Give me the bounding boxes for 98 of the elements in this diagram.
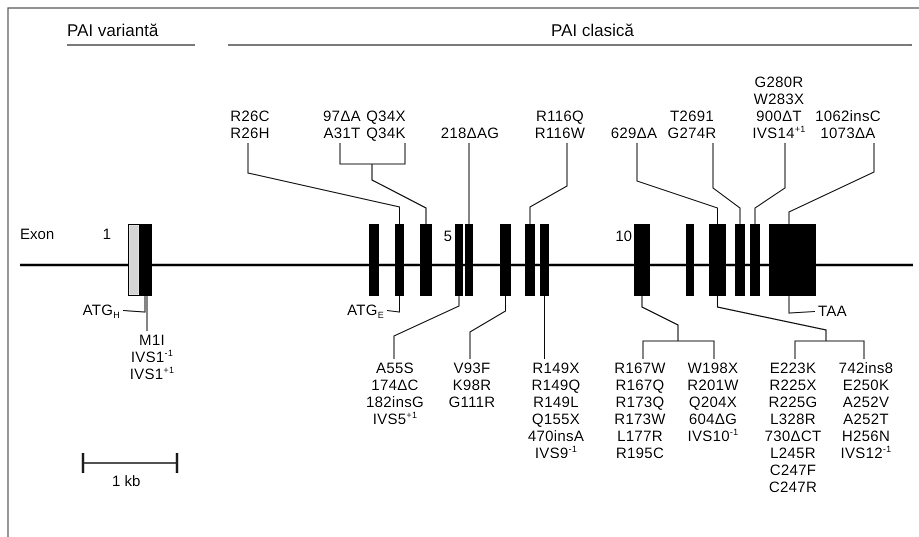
mutation-label: R173W bbox=[614, 411, 666, 428]
exon-bar bbox=[769, 224, 816, 296]
leader-line bbox=[544, 296, 546, 359]
leader-line bbox=[393, 296, 460, 359]
scale-label: 1 kb bbox=[112, 473, 140, 490]
leader-line bbox=[716, 296, 865, 359]
exon-number: 1 bbox=[102, 226, 111, 244]
mutation-label: IVS10$^{-1}$ bbox=[688, 428, 738, 445]
mutation-label: R225X bbox=[769, 377, 817, 394]
mutation-label: R116W bbox=[534, 125, 586, 142]
mutation-label: G111R bbox=[448, 394, 496, 411]
leader-line bbox=[641, 296, 715, 359]
mutation-label: V93F bbox=[453, 360, 491, 377]
mutation-label: L328R bbox=[770, 411, 816, 428]
mutation-label: M1I bbox=[139, 332, 165, 349]
mutation-label: IVS9$^{-1}$ bbox=[534, 445, 578, 462]
mutation-label: 97ΔA bbox=[323, 108, 361, 125]
mutation-label: 730ΔCT bbox=[764, 428, 822, 445]
exon-bar bbox=[395, 224, 404, 296]
mutation-label: Q155X bbox=[532, 411, 580, 428]
mutation-label: IVS12$^{-1}$ bbox=[840, 445, 892, 462]
exon-bar bbox=[709, 224, 726, 296]
mutation-label: R116Q bbox=[536, 108, 584, 125]
mutation-label: H256N bbox=[842, 428, 890, 445]
mutation-label: K98R bbox=[452, 377, 492, 394]
exon-number: 5 bbox=[444, 228, 452, 246]
leader-line bbox=[754, 143, 786, 224]
leader-line bbox=[469, 296, 506, 359]
mutation-label: Q34X bbox=[366, 108, 406, 125]
mutation-label: W283X bbox=[754, 91, 804, 108]
exon-bar bbox=[500, 224, 511, 296]
leader-line bbox=[788, 143, 875, 224]
mutation-label: R167W bbox=[614, 360, 666, 377]
mutation-label: T2691 bbox=[670, 108, 714, 125]
mutation-label: 604ΔG bbox=[688, 411, 738, 428]
mutation-label: R26H bbox=[230, 125, 270, 142]
mutation-label: G280R bbox=[754, 74, 804, 91]
mutation-label: L245R bbox=[770, 445, 816, 462]
mutation-label: R173Q bbox=[615, 394, 665, 411]
mutation-label: IVS1$^{+1}$ bbox=[130, 366, 174, 383]
mutation-label: 174ΔC bbox=[371, 377, 419, 394]
mutation-label: IVS5$^{+1}$ bbox=[372, 411, 418, 428]
leader-line bbox=[122, 296, 146, 313]
leader-line bbox=[712, 143, 741, 224]
exon-bar bbox=[686, 224, 694, 296]
mutation-label: R149X bbox=[532, 360, 580, 377]
mutation-label: 742ins8 bbox=[838, 360, 894, 377]
section-heading: PAI clasică bbox=[551, 21, 634, 41]
mutation-label: 182insG bbox=[366, 394, 424, 411]
axis-label: Exon bbox=[20, 226, 54, 244]
leader-line bbox=[371, 143, 427, 224]
mutation-label: C247F bbox=[770, 462, 816, 479]
exon-bar bbox=[369, 224, 379, 296]
exon-bar bbox=[525, 224, 535, 296]
exon-bar bbox=[735, 224, 745, 296]
mutation-label: ATG$_{H}$ bbox=[82, 302, 120, 319]
mutation-label: R195C bbox=[616, 445, 664, 462]
mutation-label: A55S bbox=[376, 360, 414, 377]
mutation-label: IVS1$^{-1}$ bbox=[130, 349, 174, 366]
leader-line bbox=[146, 296, 148, 331]
leader-line bbox=[529, 143, 568, 224]
mutation-label: R26C bbox=[230, 108, 270, 125]
section-heading: PAI variantă bbox=[67, 21, 158, 41]
mutation-label: 218ΔAG bbox=[440, 125, 500, 142]
mutation-label: IVS14$^{+1}$ bbox=[752, 125, 806, 142]
leader-line bbox=[386, 296, 400, 313]
mutation-label: R149L bbox=[533, 394, 579, 411]
mutation-label: Q34K bbox=[366, 125, 406, 142]
mutation-label: E250K bbox=[842, 377, 890, 394]
leader-line bbox=[468, 143, 470, 224]
mutation-label: R225G bbox=[768, 394, 818, 411]
leader-line bbox=[636, 143, 718, 224]
exon-bar bbox=[465, 224, 473, 296]
mutation-label: E223K bbox=[770, 360, 816, 377]
mutation-label: R167Q bbox=[615, 377, 665, 394]
mutation-label: G274R bbox=[667, 125, 717, 142]
mutation-label: ATG$_{E}$ bbox=[347, 302, 384, 319]
mutation-label: R149Q bbox=[531, 377, 581, 394]
mutation-label: W198X bbox=[688, 360, 738, 377]
leader-line bbox=[247, 143, 400, 224]
exon-bar bbox=[420, 224, 432, 296]
mutation-label: 470insA bbox=[528, 428, 584, 445]
mutation-label: 900ΔT bbox=[756, 108, 802, 125]
mutation-label: C247R bbox=[768, 479, 818, 496]
exon-bar bbox=[750, 224, 760, 296]
mutation-label: A252T bbox=[843, 411, 889, 428]
mutation-label: A252V bbox=[842, 394, 890, 411]
mutation-label: A31T bbox=[323, 125, 361, 142]
mutation-label: Q204X bbox=[688, 394, 738, 411]
mutation-label: TAA bbox=[818, 303, 847, 320]
mutation-label: R201W bbox=[687, 377, 739, 394]
exon-number: 10 bbox=[615, 228, 632, 246]
mutation-label: 1073ΔA bbox=[820, 125, 876, 142]
exon-bar bbox=[540, 224, 549, 296]
leader-line bbox=[788, 296, 816, 314]
mutation-label: L177R bbox=[617, 428, 663, 445]
mutation-label: 629ΔA bbox=[610, 125, 658, 142]
mutation-label: 1062insC bbox=[815, 108, 881, 125]
